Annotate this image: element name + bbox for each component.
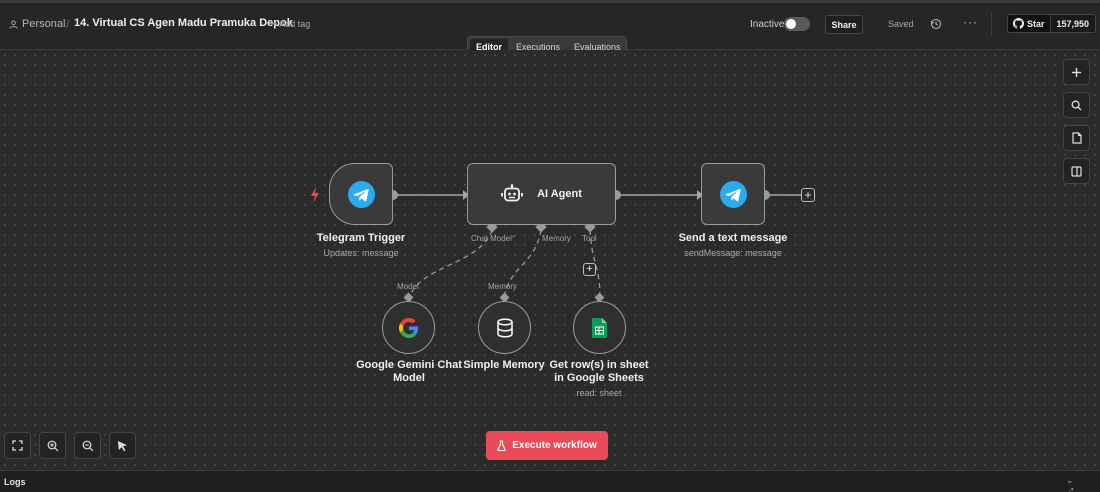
- github-star-count: 157,950: [1049, 15, 1096, 32]
- cursor-icon: [118, 440, 127, 451]
- toggle-panel-button[interactable]: [1063, 158, 1090, 184]
- select-mode-button[interactable]: [109, 432, 136, 459]
- zoom-in-icon: [47, 440, 58, 451]
- plus-icon: [1072, 67, 1081, 77]
- required-mark: *: [511, 234, 516, 243]
- node-simple-memory-title: Simple Memory: [463, 359, 545, 371]
- canvas-right-toolbar: [1063, 59, 1090, 184]
- logs-panel-bar[interactable]: Logs ⌄ ⤢: [0, 470, 1100, 492]
- history-icon[interactable]: [929, 17, 943, 31]
- database-icon: [496, 317, 513, 338]
- port-label-chat-model: Chat Model*: [471, 234, 515, 243]
- fit-view-button[interactable]: [4, 432, 31, 459]
- search-icon: [1071, 100, 1082, 110]
- node-telegram-trigger[interactable]: [329, 163, 393, 225]
- node-google-sheets-subtitle: read: sheet: [576, 388, 622, 398]
- node-google-gemini-title-line1: Google Gemini Chat: [356, 359, 462, 371]
- canvas-zoom-toolbar: [4, 432, 136, 459]
- google-icon: [398, 317, 418, 338]
- user-icon: [9, 19, 18, 29]
- zoom-out-icon: [82, 440, 93, 451]
- sticky-note-button[interactable]: [1063, 125, 1090, 151]
- node-google-gemini-title-line2: Model: [393, 372, 425, 384]
- node-google-sheets-title-line1: Get row(s) in sheet: [549, 359, 649, 371]
- port-label-model-input: Model: [397, 282, 419, 291]
- google-sheets-icon: [592, 317, 607, 338]
- search-nodes-button[interactable]: [1063, 92, 1090, 118]
- node-send-text-message-title: Send a text message: [678, 232, 788, 244]
- share-button[interactable]: Share: [825, 15, 863, 34]
- port-label-chat-model-text: Chat Model: [471, 234, 512, 243]
- status-label: Inactive: [750, 19, 785, 30]
- telegram-icon: [719, 180, 747, 208]
- port-label-tool: Tool: [582, 234, 597, 243]
- node-simple-memory[interactable]: [478, 301, 531, 354]
- workflow-canvas[interactable]: [0, 50, 1100, 470]
- note-icon: [1071, 132, 1082, 144]
- more-options-icon[interactable]: ···: [963, 15, 978, 29]
- saved-status: Saved: [888, 19, 914, 29]
- breadcrumb-separator: /: [66, 17, 70, 31]
- node-telegram-trigger-title: Telegram Trigger: [316, 232, 406, 244]
- add-node-button[interactable]: [1063, 59, 1090, 85]
- github-star-label: Star: [1027, 18, 1045, 29]
- fit-view-icon: [12, 440, 23, 451]
- workflow-title[interactable]: 14. Virtual CS Agen Madu Pramuka Depok: [74, 17, 293, 29]
- node-ai-agent-title: AI Agent: [537, 188, 582, 200]
- zoom-out-button[interactable]: [74, 432, 101, 459]
- port-label-memory-input: Memory: [488, 282, 517, 291]
- node-google-sheets[interactable]: [573, 301, 626, 354]
- node-ai-agent[interactable]: AI Agent: [467, 163, 616, 225]
- node-telegram-trigger-subtitle: Updates: message: [323, 248, 399, 258]
- breadcrumb-personal[interactable]: Personal: [9, 18, 65, 30]
- add-node-plus-icon[interactable]: +: [801, 188, 815, 202]
- node-send-text-message-subtitle: sendMessage: message: [684, 248, 782, 258]
- execute-workflow-label: Execute workflow: [512, 440, 597, 451]
- github-star-button[interactable]: Star 157,950: [1007, 14, 1097, 33]
- port-label-memory: Memory: [542, 234, 571, 243]
- active-toggle[interactable]: [784, 17, 810, 31]
- github-icon: [1013, 18, 1024, 29]
- logs-panel-controls[interactable]: ⌄ ⤢: [1066, 475, 1084, 492]
- zoom-in-button[interactable]: [39, 432, 66, 459]
- flask-icon: [497, 440, 506, 451]
- tab-executions[interactable]: Executions: [516, 41, 561, 52]
- add-tool-plus-icon[interactable]: +: [583, 263, 596, 276]
- panel-icon: [1071, 165, 1082, 177]
- breadcrumb-personal-label: Personal: [22, 18, 66, 30]
- execute-workflow-button[interactable]: Execute workflow: [486, 431, 608, 460]
- add-tag-link[interactable]: + Add tag: [272, 19, 311, 29]
- node-google-sheets-title: Get row(s) in sheet in Google Sheets: [539, 359, 659, 385]
- logs-label: Logs: [4, 477, 26, 487]
- node-google-gemini[interactable]: [382, 301, 435, 354]
- node-google-gemini-title: Google Gemini Chat Model: [349, 359, 469, 385]
- node-google-sheets-title-line2: in Google Sheets: [554, 372, 644, 384]
- robot-icon: [501, 184, 523, 202]
- telegram-icon: [347, 180, 375, 208]
- node-send-text-message[interactable]: [701, 163, 765, 225]
- header-divider: [991, 12, 992, 36]
- tab-evaluations[interactable]: Evaluations: [574, 41, 621, 52]
